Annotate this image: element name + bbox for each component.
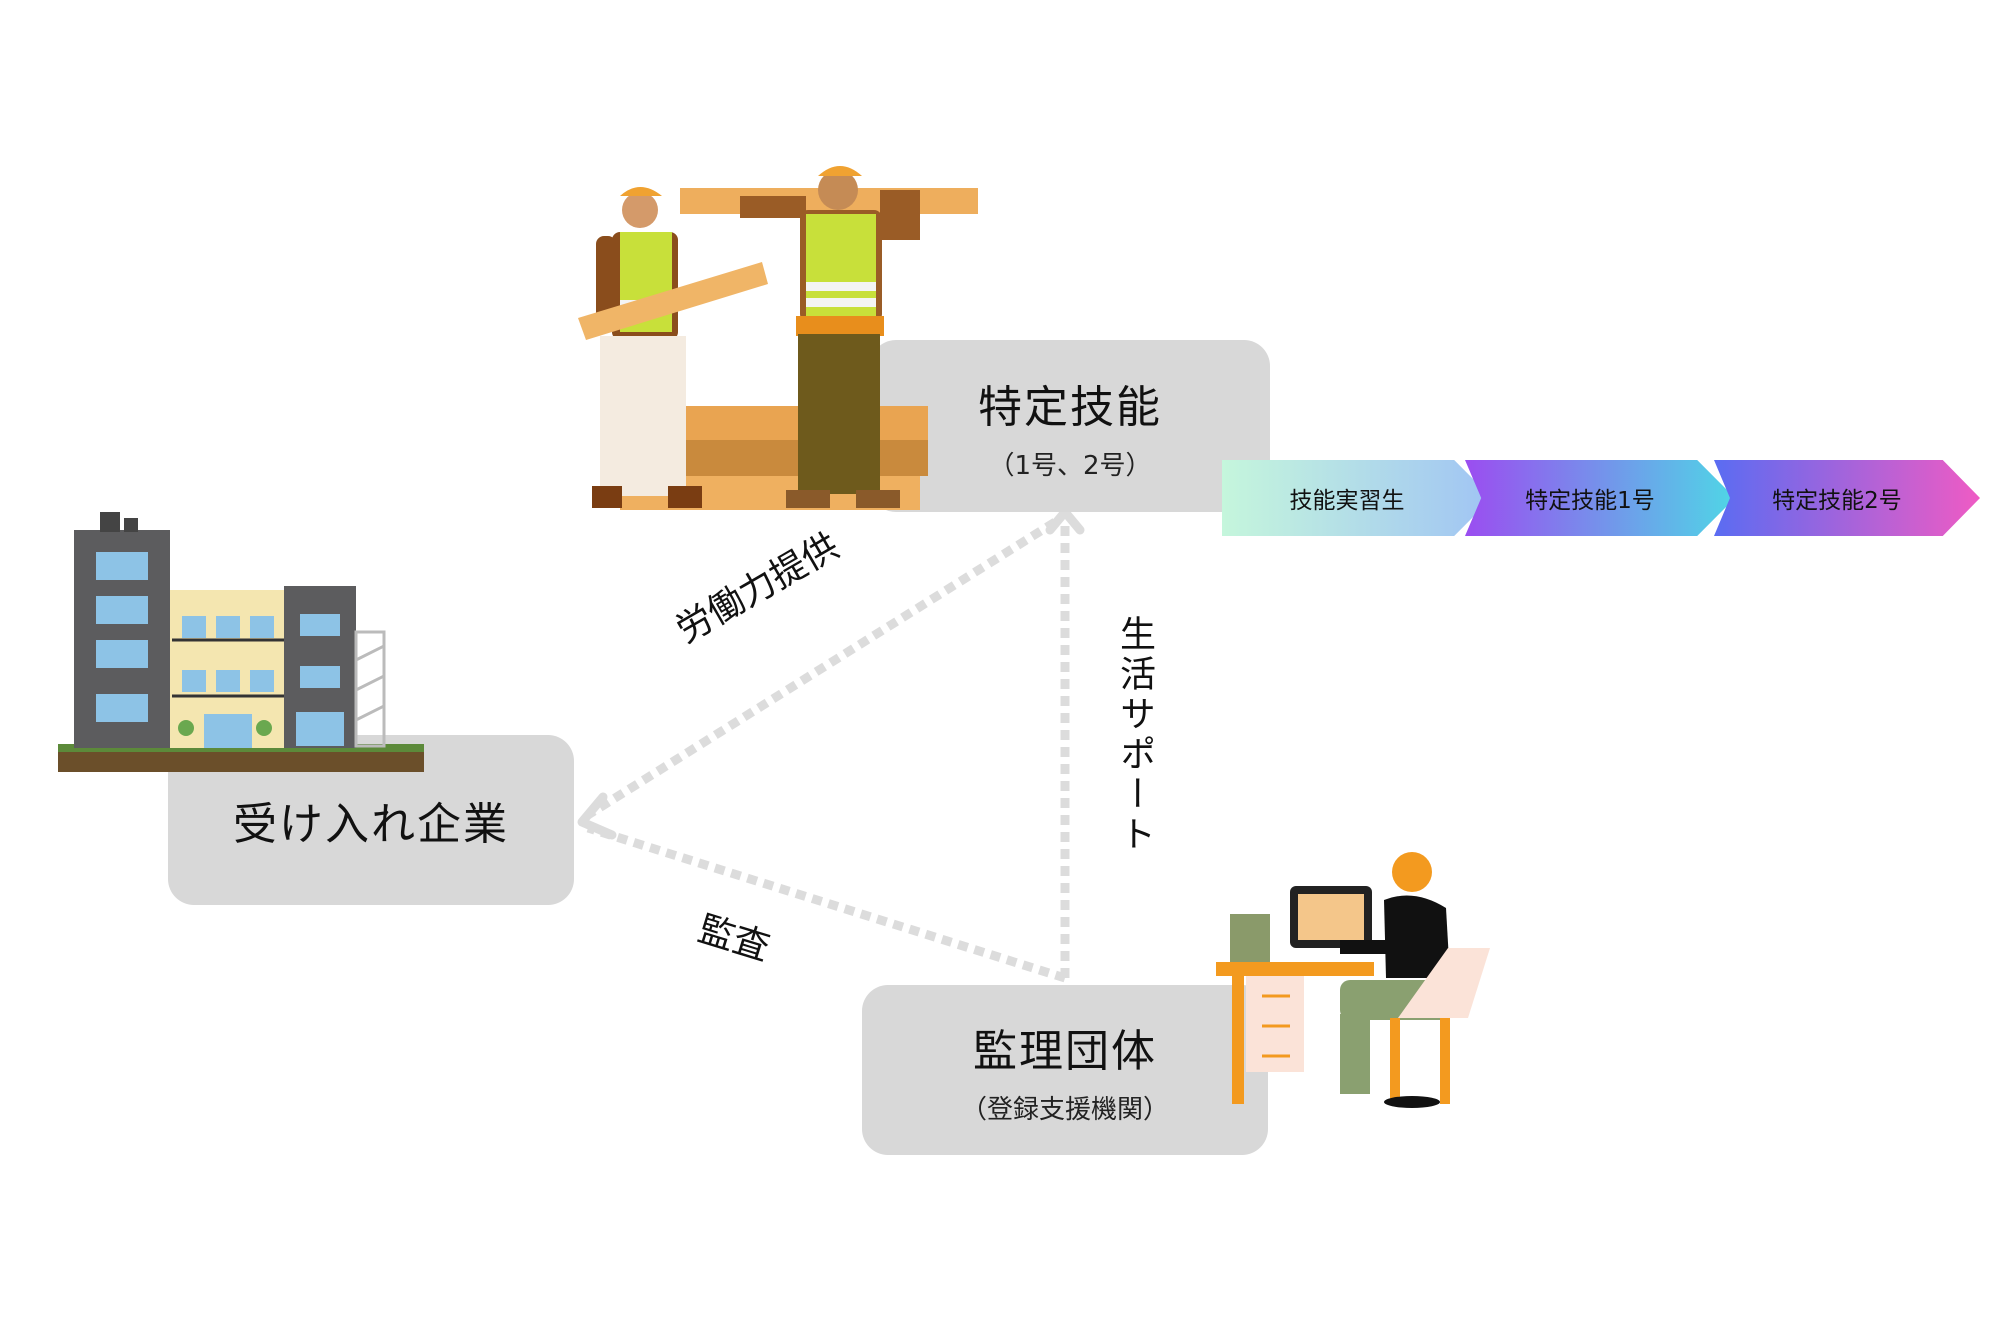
company-title: 受け入れ企業 — [233, 799, 509, 850]
arrowhead-company — [577, 792, 617, 840]
label-life-support: 生活サポート — [1114, 615, 1155, 855]
pathway-step-skill-1: 特定技能1号 — [1465, 460, 1735, 536]
worker-left-head — [622, 192, 658, 228]
arrow-labor — [585, 518, 1058, 819]
skill-title: 特定技能 — [978, 381, 1162, 433]
org-node: 監理団体 （登録支援機関） — [862, 985, 1268, 1155]
pathway-step-skill-2: 特定技能2号 — [1714, 460, 1980, 536]
org-title: 監理団体 — [973, 1025, 1157, 1077]
arrowhead-skill — [1045, 507, 1085, 535]
skill-node: 特定技能 （1号、2号） — [870, 340, 1270, 512]
arrow-audit — [586, 823, 1067, 983]
skill-subtitle: （1号、2号） — [988, 450, 1152, 481]
pathway-step-intern: 技能実習生 — [1222, 460, 1492, 536]
org-subtitle: （登録支援機関） — [960, 1094, 1169, 1125]
